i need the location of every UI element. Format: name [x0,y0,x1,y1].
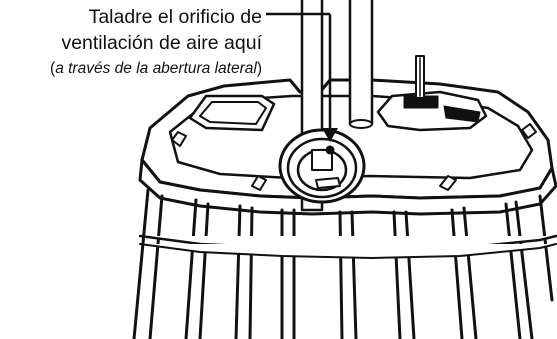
arrow-head-icon [322,128,338,142]
right-pipe-mouth [349,119,373,129]
fitting-dark-band [443,105,481,123]
lid-rim [138,158,557,216]
callout-line-2: ventilación de aire aquí [61,32,262,54]
cage-rib-8 [504,202,522,339]
cage-rib-3 [234,204,242,339]
cage-rib-1 [132,188,150,339]
callout-italic-note: a través de la abertura lateral [55,60,257,77]
callout-paren-close: ) [256,60,262,77]
cage-rib-2 [184,198,198,339]
cage-rib-7 [450,208,464,339]
callout-line-1: Taladre el orificio de [88,6,262,28]
callout-line-3: (a través de la abertura lateral) [0,58,262,80]
cage-rib-6 [392,210,402,339]
vent-opening-icon [311,149,333,171]
callout-paren-open: ( [50,60,56,77]
cage-rib-5 [338,210,344,339]
right-pipe [348,0,374,126]
callout-label: Taladre el orificio de ventilación de ai… [0,4,262,80]
inspection-panel-inner [199,101,267,125]
cage-rib-9 [538,194,554,302]
